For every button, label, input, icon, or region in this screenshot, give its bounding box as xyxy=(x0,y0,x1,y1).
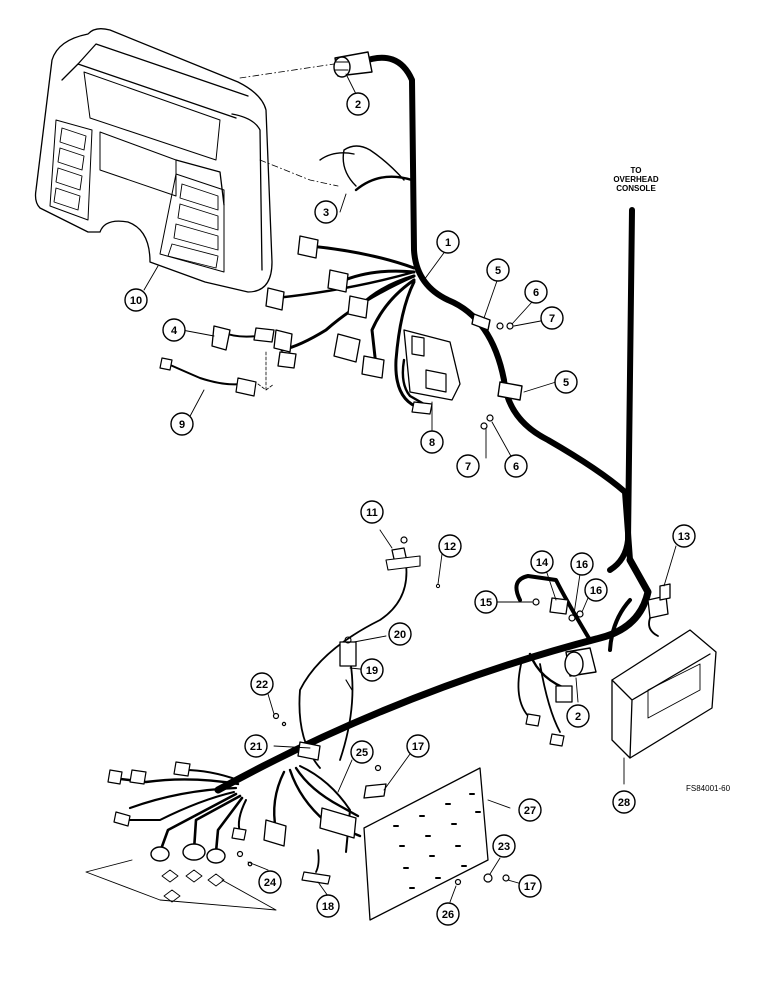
callout-label: 28 xyxy=(618,797,630,809)
callout-25-30: 25 xyxy=(350,740,374,764)
callout-label: 17 xyxy=(412,741,424,753)
callout-7-10: 7 xyxy=(456,454,480,478)
callout-label: 11 xyxy=(366,507,378,519)
lower-branches xyxy=(263,741,362,885)
callout-5-6: 5 xyxy=(554,370,578,394)
callout-19-24: 19 xyxy=(360,658,384,682)
lower-main-harness xyxy=(214,556,652,794)
callout-label: 5 xyxy=(563,377,569,389)
callout-6-7: 6 xyxy=(524,280,548,304)
callout-5-5: 5 xyxy=(486,258,510,282)
callout-label: 1 xyxy=(445,237,451,249)
callout-8-11: 8 xyxy=(420,430,444,454)
callout-label: 15 xyxy=(480,597,492,609)
instrument-cluster-housing xyxy=(34,28,273,293)
callout-4-4: 4 xyxy=(162,318,186,342)
upper-main-harness xyxy=(265,51,633,563)
callout-label: 9 xyxy=(179,419,185,431)
callout-label: 7 xyxy=(549,313,555,325)
callout-13-16: 13 xyxy=(672,524,696,548)
note-line-1: TO xyxy=(630,166,642,175)
callout-label: 17 xyxy=(524,881,536,893)
callout-2-2: 2 xyxy=(566,704,590,728)
callout-16-20: 16 xyxy=(584,578,608,602)
side-harness xyxy=(159,325,275,397)
callout-label: 13 xyxy=(678,531,690,543)
callout-label: 16 xyxy=(576,559,588,571)
callout-14-17: 14 xyxy=(530,550,554,574)
callout-label: 24 xyxy=(264,877,277,889)
callout-label: 5 xyxy=(495,265,501,277)
callout-26-31: 26 xyxy=(436,902,460,926)
callout-label: 4 xyxy=(171,325,178,337)
callout-24-29: 24 xyxy=(258,870,282,894)
callout-label: 6 xyxy=(533,287,539,299)
callout-7-9: 7 xyxy=(540,306,564,330)
callout-layer: 1223455667789101112131415161617171819202… xyxy=(124,92,696,926)
callout-11-14: 11 xyxy=(360,500,384,524)
callout-label: 10 xyxy=(130,295,142,307)
callout-label: 7 xyxy=(465,461,471,473)
callout-label: 8 xyxy=(429,437,435,449)
callout-label: 6 xyxy=(513,461,519,473)
callout-9-12: 9 xyxy=(170,412,194,436)
note-line-3: CONSOLE xyxy=(616,184,656,193)
connector-bundle xyxy=(85,761,277,911)
callout-label: 12 xyxy=(444,541,456,553)
callout-label: 3 xyxy=(323,207,329,219)
callout-label: 2 xyxy=(355,99,361,111)
callout-6-8: 6 xyxy=(504,454,528,478)
callout-15-18: 15 xyxy=(474,590,498,614)
callout-18-23: 18 xyxy=(316,894,340,918)
callout-27-32: 27 xyxy=(518,798,542,822)
overhead-console-cable xyxy=(607,207,635,573)
callout-label: 19 xyxy=(366,665,378,677)
callout-23-28: 23 xyxy=(492,834,516,858)
callout-label: 2 xyxy=(575,711,581,723)
callout-17-22: 17 xyxy=(406,734,430,758)
fasteners xyxy=(236,712,510,886)
callout-label: 23 xyxy=(498,841,510,853)
guide-lines xyxy=(239,63,339,187)
callout-label: 20 xyxy=(394,629,406,641)
sensor xyxy=(339,636,357,761)
ground-cable xyxy=(298,536,441,769)
callout-label: 26 xyxy=(442,909,454,921)
callout-16-19: 16 xyxy=(570,552,594,576)
callout-label: 21 xyxy=(250,741,262,753)
overhead-console-note: TO OVERHEAD CONSOLE xyxy=(610,166,662,193)
callout-label: 22 xyxy=(256,679,268,691)
callout-2-1: 2 xyxy=(346,92,370,116)
callout-label: 25 xyxy=(356,747,368,759)
callout-label: 18 xyxy=(322,901,334,913)
callout-3-3: 3 xyxy=(314,200,338,224)
figure-id: FS84001-60 xyxy=(686,784,731,793)
callout-28-33: 28 xyxy=(612,790,636,814)
callout-12-15: 12 xyxy=(438,534,462,558)
callout-22-27: 22 xyxy=(250,672,274,696)
callout-17-21: 17 xyxy=(518,874,542,898)
callout-label: 16 xyxy=(590,585,602,597)
callout-label: 27 xyxy=(524,805,536,817)
callout-20-25: 20 xyxy=(388,622,412,646)
note-line-2: OVERHEAD xyxy=(613,175,659,184)
callout-1-0: 1 xyxy=(436,230,460,254)
mounting-panel xyxy=(363,767,489,921)
callout-21-26: 21 xyxy=(244,734,268,758)
control-module xyxy=(611,583,717,759)
callout-10-13: 10 xyxy=(124,288,148,312)
callout-label: 14 xyxy=(536,557,549,569)
